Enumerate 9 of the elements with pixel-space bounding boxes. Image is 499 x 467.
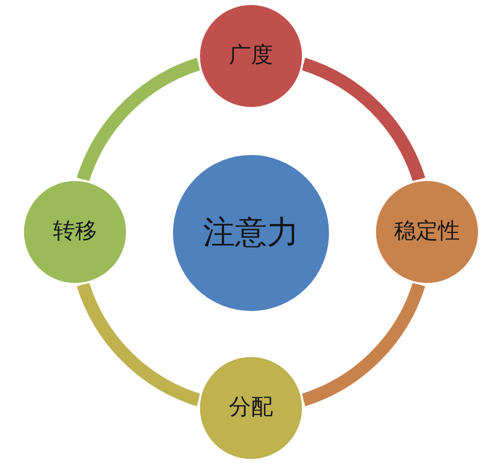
topic-circle: 转移 [22,179,128,285]
center-circle: 注意力 [171,153,331,313]
connector-arc [76,58,201,182]
connector-arc [301,58,426,182]
topic-circle: 广度 [198,3,304,109]
connector-arc [76,282,201,406]
connector-arc [301,282,426,406]
topic-circle: 稳定性 [374,179,480,285]
topic-circle: 分配 [198,355,304,461]
